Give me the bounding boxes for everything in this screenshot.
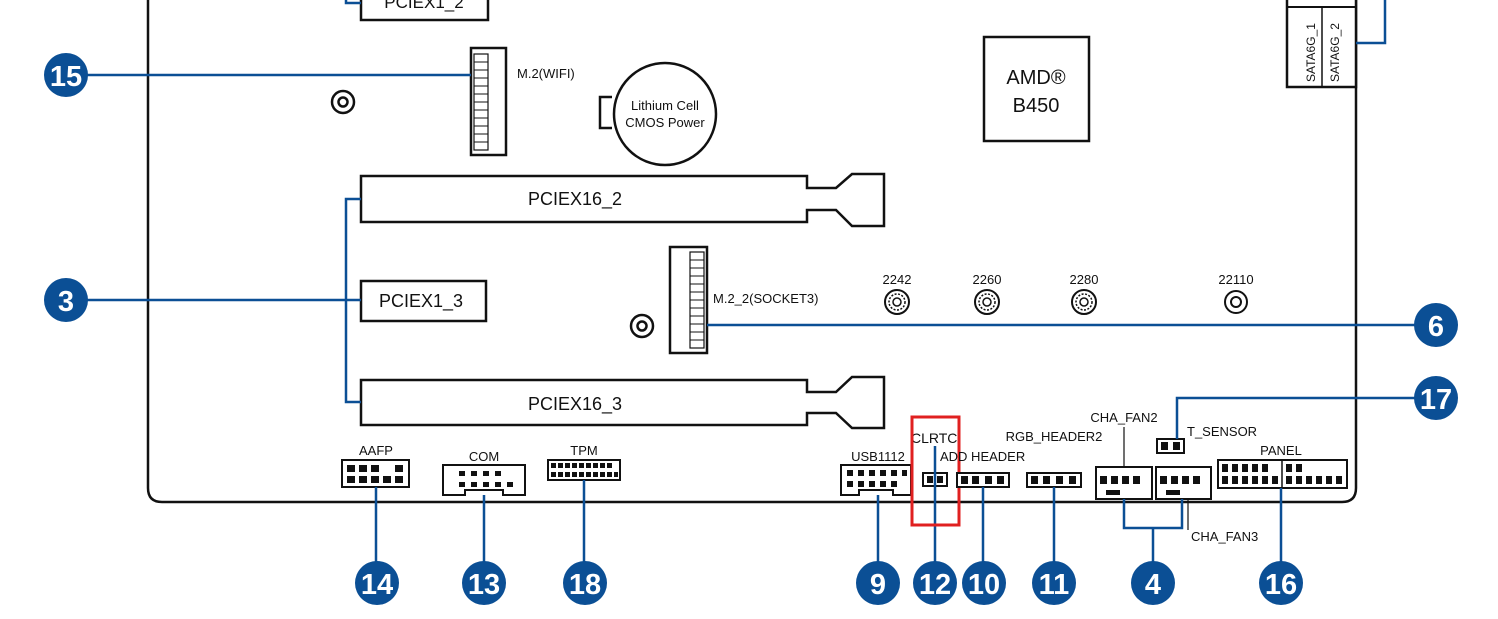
tpm-header: TPM (547, 443, 621, 481)
pciex16-2-label: PCIEX16_2 (528, 189, 622, 210)
badge-14: 14 (355, 561, 399, 605)
badge-16-number: 16 (1265, 569, 1297, 601)
com-label: COM (469, 449, 499, 464)
badge-10: 10 (962, 561, 1006, 605)
aafp-label: AAFP (359, 443, 393, 458)
badge-6: 6 (1414, 303, 1458, 347)
pciex1-3-label: PCIEX1_3 (379, 291, 463, 312)
badge-14-number: 14 (361, 569, 393, 601)
badge-18-number: 18 (569, 569, 601, 601)
panel-label: PANEL (1260, 443, 1302, 458)
standoff-2280: 2280 (1070, 272, 1099, 315)
pciex1-3-slot: PCIEX1_3 (359, 279, 488, 323)
pciex16-2-slot: PCIEX16_2 (359, 172, 886, 228)
badge-15-number: 15 (50, 61, 82, 93)
badge-4: 4 (1131, 561, 1175, 605)
sata-connectors: SATA6G_1 SATA6G_2 (1285, 0, 1358, 89)
m2-2-label: M.2_2(SOCKET3) (713, 291, 818, 306)
standoff-2242-label: 2242 (883, 272, 912, 287)
leader-3 (84, 197, 361, 404)
board-outline (146, 0, 1358, 504)
sata1-label: SATA6G_1 (1304, 23, 1318, 82)
leader-top-left (344, 0, 361, 5)
leader-sata (1356, 0, 1387, 45)
badge-11-number: 11 (1039, 569, 1070, 601)
pciex16-3-label: PCIEX16_3 (528, 394, 622, 415)
standoff-2242: 2242 (883, 272, 912, 315)
t-sensor-header: T_SENSOR (1156, 424, 1257, 454)
standoff-2260: 2260 (973, 272, 1002, 315)
badge-13-number: 13 (468, 569, 500, 601)
leader-4 (1122, 499, 1184, 530)
m2-wifi-slot: M.2(WIFI) (469, 46, 575, 157)
standoff-22110: 22110 (1218, 272, 1254, 314)
sata2-label: SATA6G_2 (1328, 23, 1342, 82)
cmos-battery: Lithium Cell CMOS Power (598, 61, 718, 167)
badge-9-number: 9 (870, 569, 886, 601)
standoff-2280-label: 2280 (1070, 272, 1099, 287)
badge-4-number: 4 (1145, 569, 1161, 601)
addr-header-label: ADD HEADER (940, 449, 1025, 464)
badge-12: 12 (913, 561, 957, 605)
cha-fan2-header: CHA_FAN2 (1090, 410, 1158, 500)
aafp-header: AAFP (341, 443, 410, 488)
t-sensor-label: T_SENSOR (1187, 424, 1257, 439)
cha-fan3-label: CHA_FAN3 (1191, 529, 1258, 544)
clrtc-label: CLRTC (911, 430, 957, 446)
battery-label-line1: Lithium Cell (631, 98, 699, 113)
panel-header: PANEL (1217, 443, 1348, 489)
rgb-header2: RGB_HEADER2 (1006, 429, 1103, 488)
badge-17-number: 17 (1420, 384, 1452, 416)
badge-15: 15 (44, 53, 88, 97)
badge-11: 11 (1032, 561, 1076, 605)
usb1112-label: USB1112 (851, 449, 905, 464)
amd-chipset: AMD® B450 (982, 35, 1091, 143)
mounting-hole (629, 313, 655, 339)
cha-fan2-label: CHA_FAN2 (1090, 410, 1157, 425)
leader-17 (1175, 396, 1415, 439)
chipset-label-line2: B450 (1013, 95, 1060, 117)
badge-13: 13 (462, 561, 506, 605)
mounting-hole (330, 89, 356, 115)
m2-2-slot: M.2_2(SOCKET3) (668, 245, 818, 355)
badge-9: 9 (856, 561, 900, 605)
addr-header: ADD HEADER (940, 449, 1025, 488)
m2-wifi-label: M.2(WIFI) (517, 66, 575, 81)
badge-16: 16 (1259, 561, 1303, 605)
badge-10-number: 10 (968, 569, 1000, 601)
standoff-2260-label: 2260 (973, 272, 1002, 287)
badge-3: 3 (44, 278, 88, 322)
clrtc-highlight-box (910, 415, 961, 527)
usb1112-header: USB1112 (840, 449, 912, 496)
chipset-label-line1: AMD® (1006, 67, 1065, 89)
tpm-label: TPM (570, 443, 597, 458)
rgb-header2-label: RGB_HEADER2 (1006, 429, 1103, 444)
badge-12-number: 12 (919, 569, 951, 601)
badge-6-number: 6 (1428, 311, 1444, 343)
com-header: COM (442, 449, 526, 496)
pciex1-2-label: PCIEX1_2 (384, 0, 463, 12)
badge-17: 17 (1414, 376, 1458, 420)
pciex16-3-slot: PCIEX16_3 (359, 375, 886, 430)
standoff-22110-label: 22110 (1218, 272, 1253, 287)
battery-label-line2: CMOS Power (625, 115, 705, 130)
badge-3-number: 3 (58, 286, 74, 318)
badge-18: 18 (563, 561, 607, 605)
pciex1-2-slot: PCIEX1_2 (359, 0, 490, 22)
cha-fan3-header: CHA_FAN3 (1155, 466, 1258, 544)
